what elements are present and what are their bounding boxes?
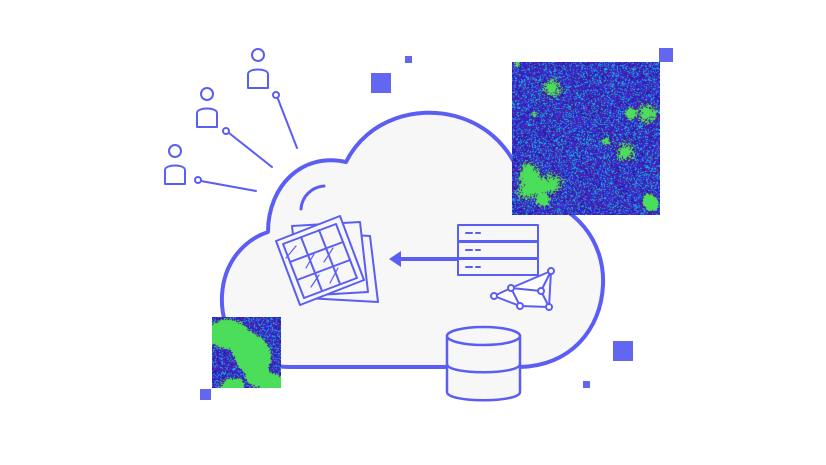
satellite-image-large [512,62,660,215]
network-graph-icon [490,267,555,311]
connection-line [194,91,298,192]
map-stack-icon [275,215,379,306]
user-icon [247,48,269,89]
square-decoration [659,48,673,62]
satellite-image-small [212,317,281,388]
user-icon [164,144,186,185]
server-icon [457,224,539,276]
square-decoration [613,341,633,361]
database-icon [445,325,522,402]
square-decoration [583,381,590,388]
decorative-squares [200,48,673,400]
cloud-shape [219,110,606,369]
cloud-inner-arc [299,184,326,211]
square-decoration [405,56,412,63]
user-icon [196,87,218,128]
square-decoration [200,389,211,400]
square-decoration [371,73,391,93]
